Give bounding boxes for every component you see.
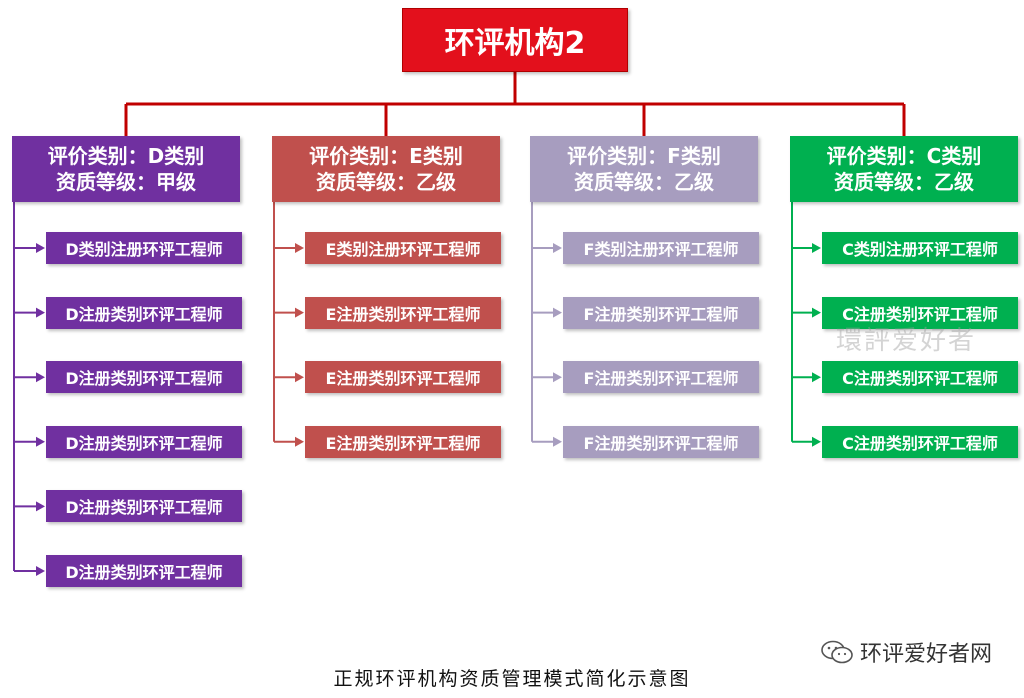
category-grade-label: 资质等级：乙级 xyxy=(316,170,456,194)
engineer-node: D注册类别环评工程师 xyxy=(46,555,242,587)
engineer-node: E注册类别环评工程师 xyxy=(305,425,501,458)
root-label: 环评机构2 xyxy=(444,26,586,61)
arrow-head xyxy=(295,436,304,447)
arrow-head xyxy=(295,243,304,253)
arrow-head xyxy=(36,436,45,447)
engineer-node: F注册类别环评工程师 xyxy=(563,425,759,458)
engineer-node: F类别注册环评工程师 xyxy=(563,232,759,264)
category-grade-label: 资质等级：乙级 xyxy=(574,170,714,194)
category-type-label: 评价类别：E类别 xyxy=(309,144,463,168)
category-node-d: 评价类别：D类别资质等级：甲级 xyxy=(12,136,240,202)
watermark-brand-text: 环评爱好者网 xyxy=(859,642,992,667)
arrow-head xyxy=(812,307,821,318)
category-node-f: 评价类别：F类别资质等级：乙级 xyxy=(530,136,758,202)
arrow-head xyxy=(553,307,562,318)
arrow-head xyxy=(812,372,821,383)
arrow-head xyxy=(553,243,562,253)
arrow-head xyxy=(36,243,45,253)
engineer-node: F注册类别环评工程师 xyxy=(563,361,759,394)
category-type-label: 评价类别：F类别 xyxy=(567,144,721,168)
engineer-node: C注册类别环评工程师 xyxy=(822,296,1018,329)
engineer-node: D注册类别环评工程师 xyxy=(46,296,242,329)
engineer-node: D注册类别环评工程师 xyxy=(46,425,242,458)
engineer-node: D注册类别环评工程师 xyxy=(46,361,242,394)
category-type-label: 评价类别：D类别 xyxy=(47,144,205,168)
arrow-head xyxy=(36,307,45,318)
engineer-node: C注册类别环评工程师 xyxy=(822,425,1018,458)
engineer-node: C注册类别环评工程师 xyxy=(822,361,1018,394)
category-node-c: 评价类别：C类别资质等级：乙级 xyxy=(790,136,1018,202)
category-node-e: 评价类别：E类别资质等级：乙级 xyxy=(272,136,500,202)
root-node: 环评机构2 xyxy=(402,8,628,72)
engineer-node: E注册类别环评工程师 xyxy=(305,296,501,329)
category-type-label: 评价类别：C类别 xyxy=(826,144,982,168)
arrow-head xyxy=(553,436,562,447)
category-grade-label: 资质等级：甲级 xyxy=(56,170,196,194)
engineer-node: D类别注册环评工程师 xyxy=(46,232,242,264)
arrow-head xyxy=(553,372,562,383)
watermark-center: 環評爱好者 xyxy=(836,326,977,356)
engineer-node: C类别注册环评工程师 xyxy=(822,232,1018,264)
arrow-head xyxy=(36,566,45,576)
arrow-head xyxy=(295,372,304,383)
watermark-brand: 环评爱好者网 xyxy=(820,636,992,668)
engineer-node: D注册类别环评工程师 xyxy=(46,490,242,523)
engineer-node: E类别注册环评工程师 xyxy=(305,232,501,264)
wechat-icon xyxy=(821,640,853,664)
engineer-node: E注册类别环评工程师 xyxy=(305,361,501,394)
arrow-head xyxy=(36,372,45,383)
category-grade-label: 资质等级：乙级 xyxy=(834,170,974,194)
arrow-head xyxy=(36,501,45,512)
figure-caption: 正规环评机构资质管理模式简化示意图 xyxy=(333,668,691,690)
engineer-node: F注册类别环评工程师 xyxy=(563,296,759,329)
arrow-head xyxy=(812,436,821,447)
arrow-head xyxy=(295,307,304,318)
arrow-head xyxy=(812,243,821,253)
